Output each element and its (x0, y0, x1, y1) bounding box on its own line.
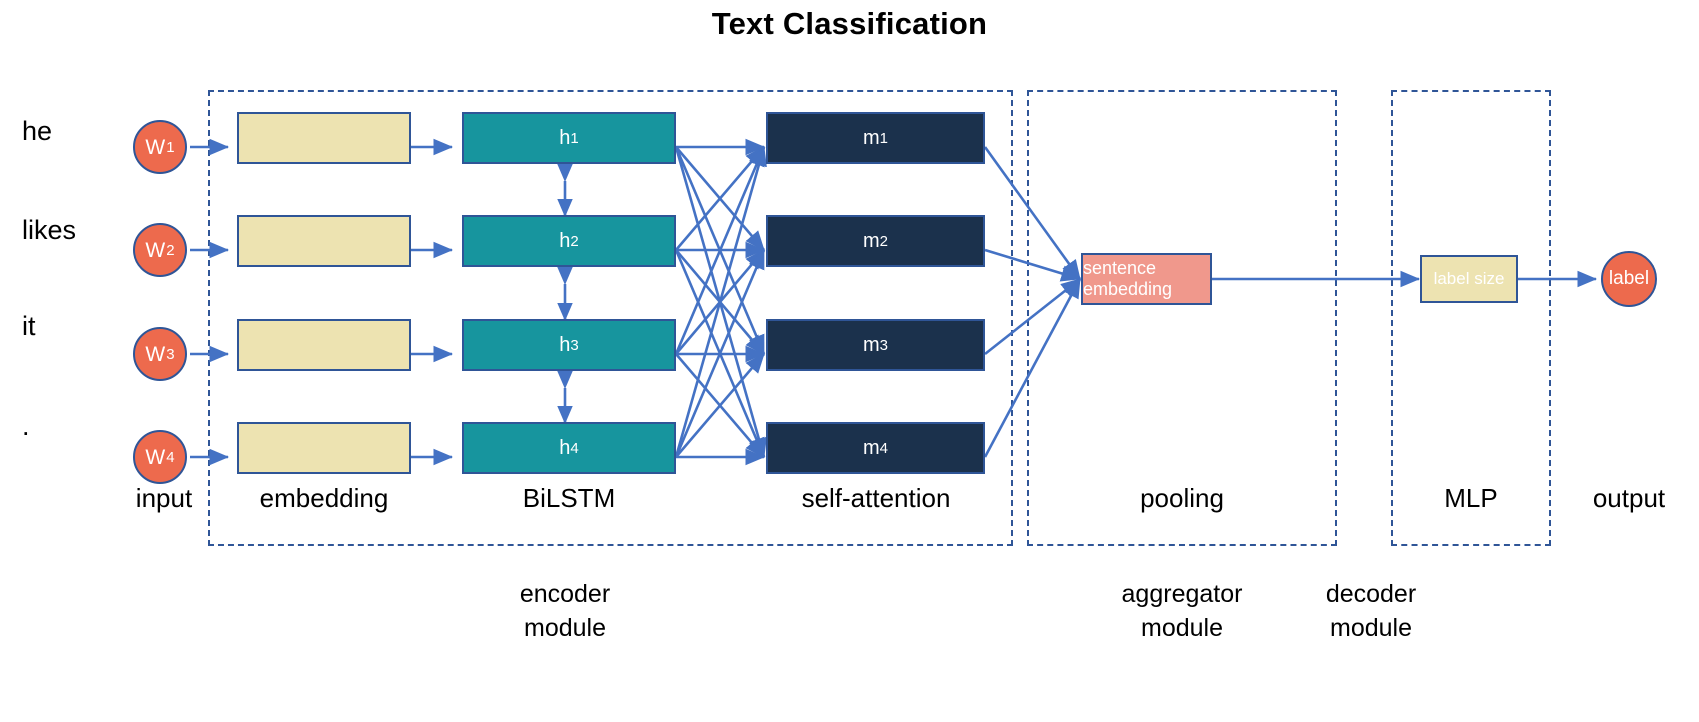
token-base: W (145, 238, 166, 262)
state-base: h (559, 333, 571, 356)
token-index: 4 (166, 448, 175, 466)
state-index: 1 (879, 129, 888, 147)
state-index: 4 (570, 439, 579, 457)
stage-label-mlp: MLP (1444, 483, 1498, 513)
module-label-decoder: decoder module (1325, 580, 1417, 642)
stage-label-bilstm: BiLSTM (522, 483, 616, 513)
embedding-box-1[interactable] (237, 112, 411, 164)
embedding-box-4[interactable] (237, 422, 411, 474)
label-size-box[interactable]: label size (1420, 255, 1518, 303)
input-word-3: it (22, 311, 36, 341)
module-label-aggregator: aggregator module (1121, 580, 1243, 642)
input-word-4: . (22, 411, 30, 441)
state-base: h (559, 229, 571, 252)
stage-label-self-attention: self-attention (801, 483, 951, 513)
output-label-circle[interactable]: label (1601, 251, 1657, 307)
embedding-box-3[interactable] (237, 319, 411, 371)
stage-label-pooling: pooling (1140, 483, 1224, 513)
state-base: m (862, 126, 880, 149)
decoder-module-container (1391, 90, 1551, 546)
input-word-1: he (22, 116, 53, 146)
token-base: W (145, 445, 166, 469)
state-index: 3 (879, 336, 888, 354)
state-index: 2 (570, 232, 579, 250)
aggregator-module-container (1027, 90, 1337, 546)
stage-label-embedding: embedding (259, 483, 389, 513)
state-base: m (862, 333, 880, 356)
token-base: W (145, 342, 166, 366)
state-base: h (559, 436, 571, 459)
state-index: 1 (570, 129, 579, 147)
state-base: m (862, 229, 880, 252)
state-index: 2 (879, 232, 888, 250)
state-base: h (559, 126, 571, 149)
module-label-encoder: encoder module (519, 580, 611, 642)
state-index: 3 (570, 336, 579, 354)
state-base: m (862, 436, 880, 459)
state-index: 4 (879, 439, 888, 457)
token-index: 1 (166, 138, 175, 156)
token-index: 2 (166, 241, 175, 259)
input-word-2: likes (22, 215, 77, 245)
page-title: Text Classification (711, 6, 988, 41)
embedding-box-2[interactable] (237, 215, 411, 267)
sentence-embedding-box[interactable]: sentence embedding (1081, 253, 1212, 305)
stage-label-output: output (1592, 483, 1666, 513)
token-index: 3 (166, 345, 175, 363)
stage-label-input: input (135, 483, 193, 513)
token-base: W (145, 135, 166, 159)
